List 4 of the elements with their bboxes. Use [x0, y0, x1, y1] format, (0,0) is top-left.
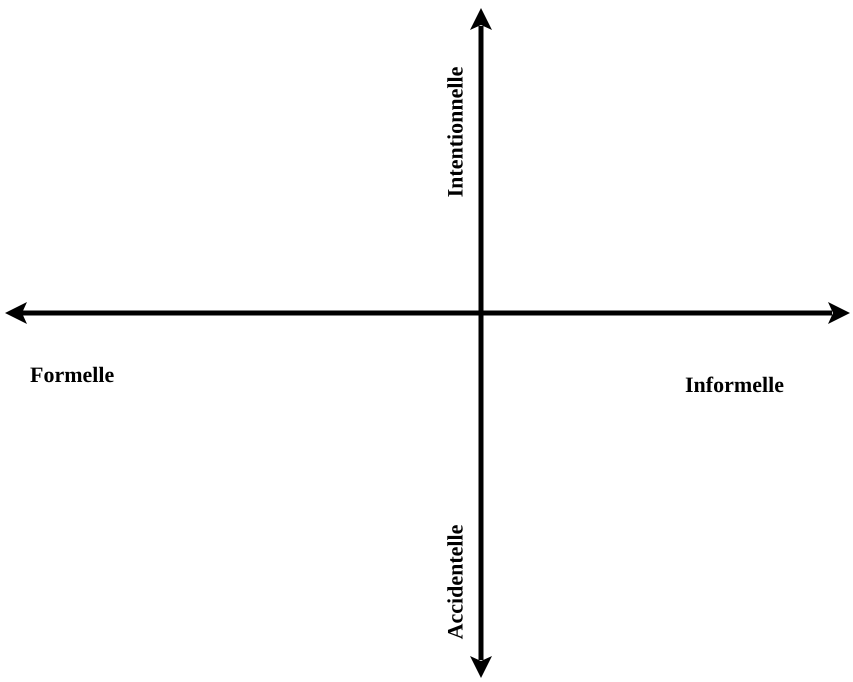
- axis-label: Accidentelle: [444, 524, 466, 640]
- axis-label: Intentionnelle: [444, 66, 466, 198]
- axis-end-label: Formelle: [30, 364, 114, 386]
- axis-end-label: Informelle: [685, 374, 784, 396]
